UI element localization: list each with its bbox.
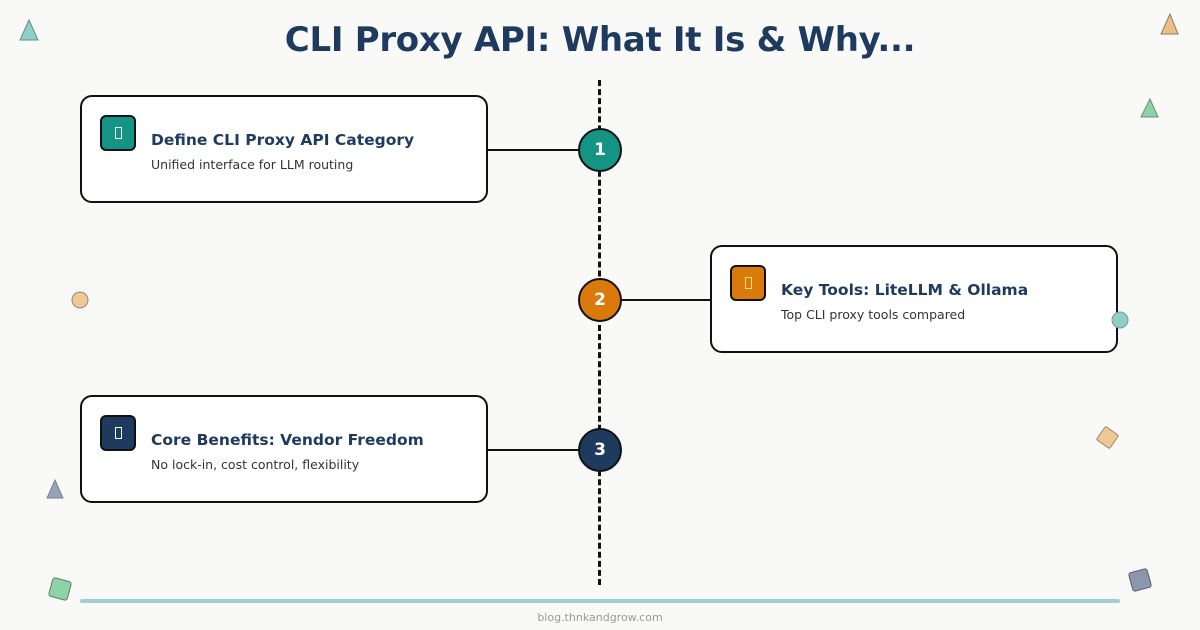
- step-2-icon: [730, 265, 766, 301]
- decor-triangle-slate: [46, 478, 64, 499]
- decor-triangle-orange: [1160, 12, 1179, 35]
- step-2-subtitle: Top CLI proxy tools compared: [781, 307, 966, 322]
- decor-triangle-teal: [19, 18, 39, 41]
- step-3-node: 3: [578, 428, 622, 472]
- decor-square-orange: [1095, 425, 1120, 450]
- step-1-icon: [100, 115, 136, 151]
- decor-square-slate: [1127, 567, 1153, 593]
- step-1-subtitle: Unified interface for LLM routing: [151, 157, 354, 172]
- footer-divider: [80, 599, 1120, 603]
- step-card-2: Key Tools: LiteLLM & Ollama Top CLI prox…: [710, 245, 1118, 353]
- step-2-node: 2: [578, 278, 622, 322]
- step-3-subtitle: No lock-in, cost control, flexibility: [151, 457, 360, 472]
- step-2-title: Key Tools: LiteLLM & Ollama: [781, 281, 1029, 299]
- timeline-spine: [598, 80, 601, 585]
- page-title: CLI Proxy API: What It Is & Why...: [284, 20, 916, 60]
- decor-square-green: [47, 576, 73, 602]
- step-1-connector: [488, 149, 580, 151]
- decor-triangle-green: [1140, 97, 1159, 118]
- step-1-title: Define CLI Proxy API Category: [151, 131, 415, 149]
- footer-url: blog.thnkandgrow.com: [537, 611, 663, 624]
- step-3-icon: [100, 415, 136, 451]
- step-3-title: Core Benefits: Vendor Freedom: [151, 431, 424, 449]
- step-card-1: Define CLI Proxy API Category Unified in…: [80, 95, 488, 203]
- step-3-connector: [488, 449, 580, 451]
- decor-circle-teal: [1111, 311, 1129, 329]
- step-2-connector: [620, 299, 712, 301]
- decor-circle-orange: [71, 291, 89, 309]
- step-card-3: Core Benefits: Vendor Freedom No lock-in…: [80, 395, 488, 503]
- step-1-node: 1: [578, 128, 622, 172]
